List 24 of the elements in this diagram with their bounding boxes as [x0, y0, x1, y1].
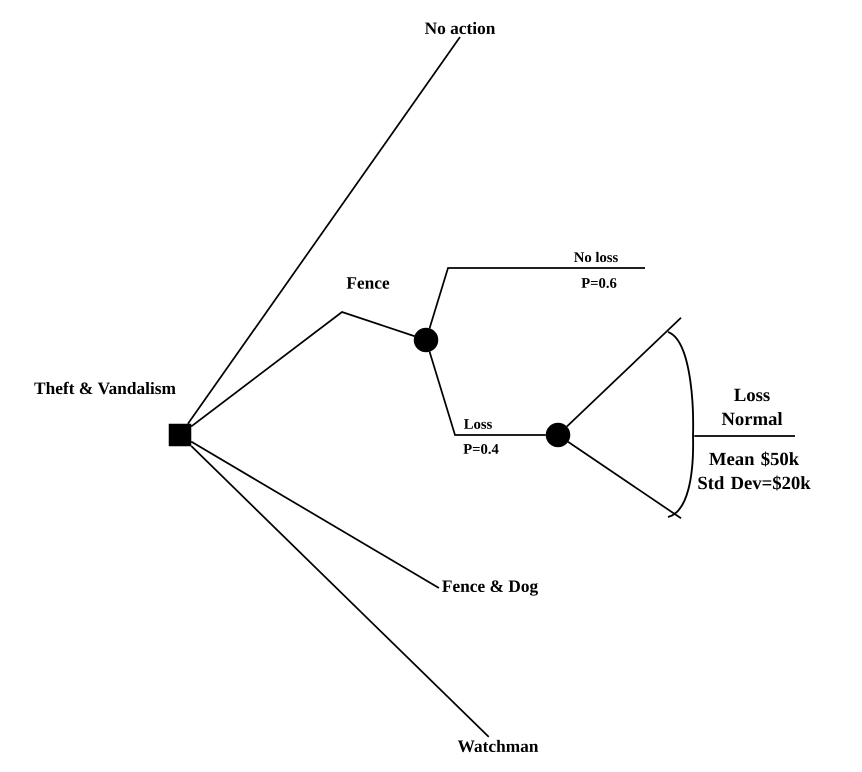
branch-line	[187, 36, 461, 424]
branch-line	[428, 351, 546, 436]
branch-line	[190, 445, 490, 738]
branch-line	[566, 317, 682, 428]
branch-line	[428, 267, 645, 329]
branch-line	[568, 441, 682, 519]
probability-label: P=0.6	[581, 278, 616, 288]
edge-label: Fence	[346, 277, 390, 289]
chance-circle	[414, 328, 438, 352]
decision-square	[168, 424, 192, 446]
branch-label: No action	[424, 22, 496, 34]
probability-label: P=0.4	[463, 444, 499, 454]
branch-line	[694, 435, 796, 437]
edge-label: Loss Normal	[722, 388, 782, 426]
branch-line	[190, 311, 415, 428]
node-caption: Theft & Vandalism	[34, 382, 176, 394]
branch-line	[190, 440, 440, 589]
edge-label: Loss	[464, 419, 492, 429]
branch-label: Watchman	[458, 740, 538, 752]
chance-circle	[546, 422, 570, 448]
edge-label: No loss	[574, 252, 618, 262]
probability-label: Mean $50k Std Dev=$20k	[698, 452, 811, 490]
branch-label: Fence & Dog	[442, 580, 538, 596]
distribution-arc	[668, 331, 694, 518]
